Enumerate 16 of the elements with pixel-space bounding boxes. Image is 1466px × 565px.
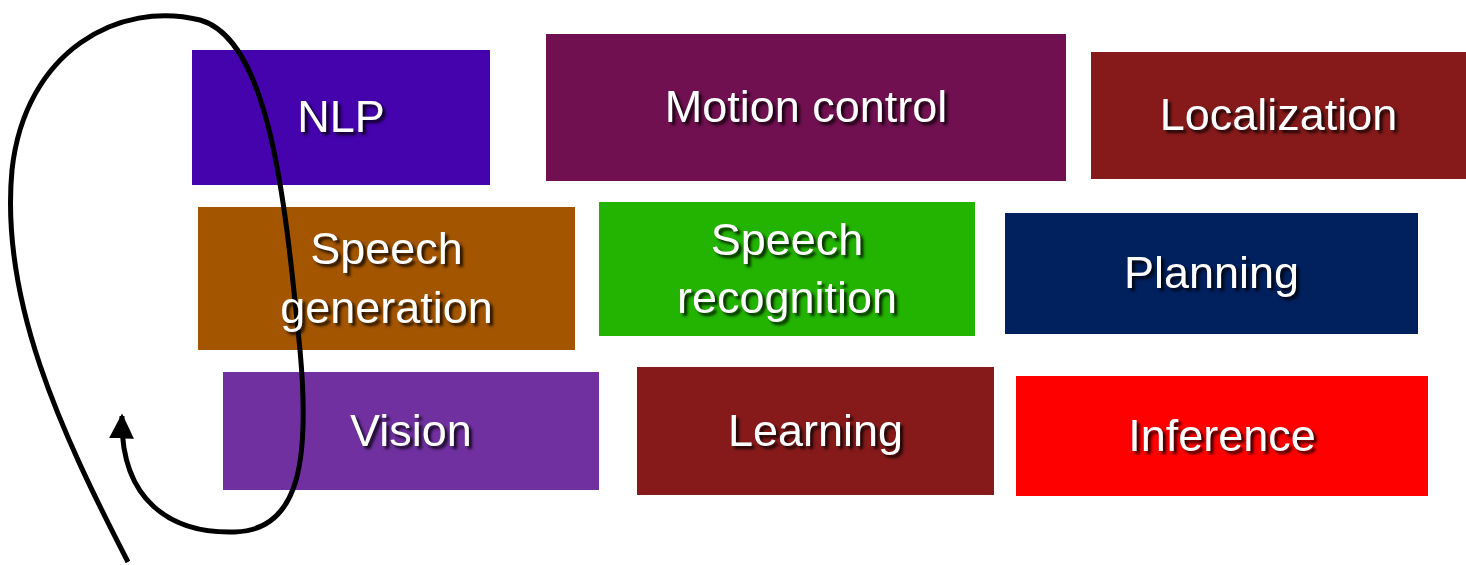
topic-box — [1091, 52, 1466, 179]
topic-label: Motion control — [664, 80, 948, 135]
topic-label: Localization — [1159, 88, 1398, 143]
topic-box — [223, 372, 599, 490]
topic-label: Vision — [350, 403, 472, 458]
topic-label: Speech recognition — [675, 212, 899, 325]
topic-label: NLP — [297, 90, 385, 145]
topic-box — [1016, 376, 1428, 496]
topic-label: Learning — [727, 403, 904, 458]
topic-box — [546, 34, 1066, 181]
topic-label: Inference — [1128, 408, 1316, 463]
topic-box — [599, 202, 975, 336]
topic-box — [637, 367, 994, 495]
topic-box — [1005, 213, 1418, 334]
topic-label: Planning — [1123, 246, 1300, 301]
topic-box — [192, 50, 490, 185]
